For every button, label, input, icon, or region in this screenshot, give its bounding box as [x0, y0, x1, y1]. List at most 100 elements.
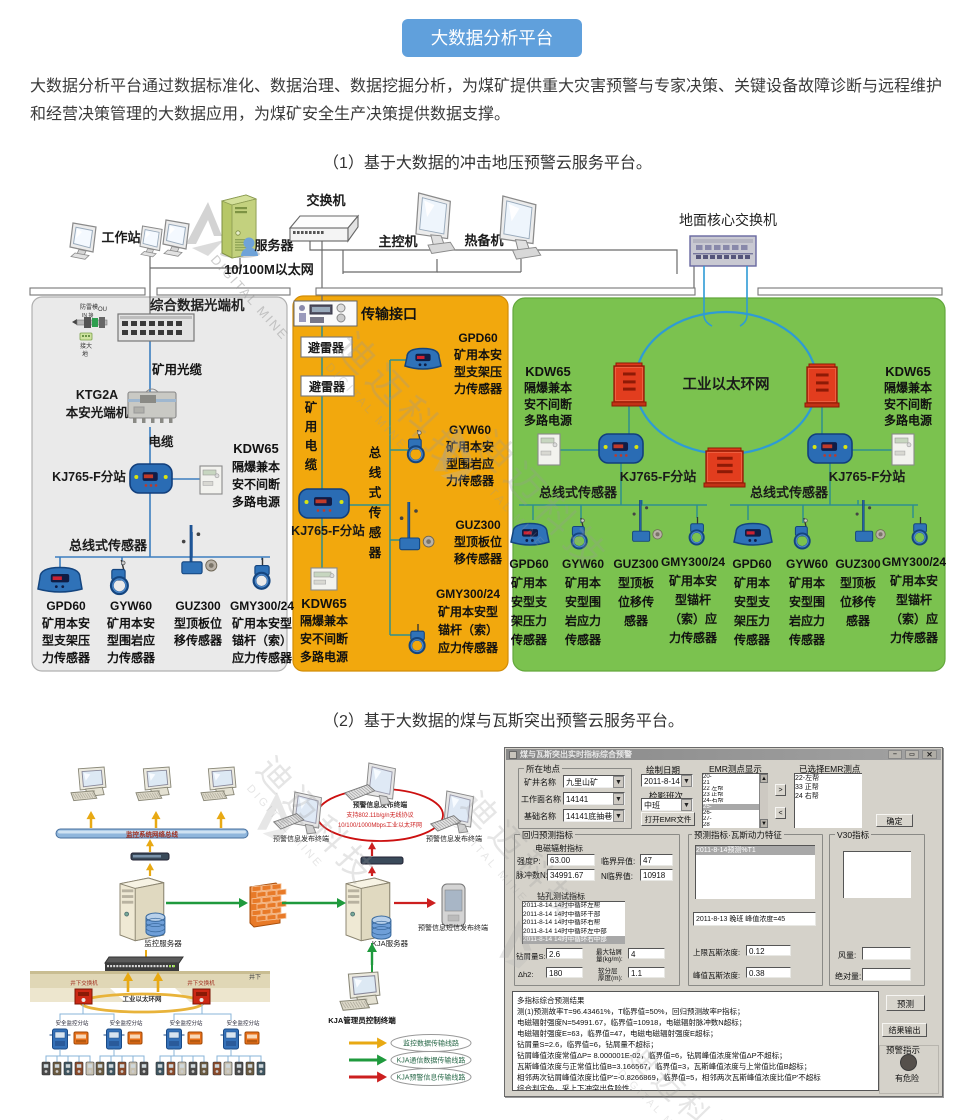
svg-text:矿用本安: 矿用本安 [454, 347, 502, 362]
svg-text:地面核心交换机: 地面核心交换机 [679, 212, 777, 228]
svg-text:安不间断: 安不间断 [524, 396, 572, 411]
svg-text:（索）应: （索）应 [669, 611, 717, 626]
svg-text:多路电源: 多路电源 [524, 413, 572, 428]
svg-text:井下交换机: 井下交换机 [187, 979, 215, 987]
svg-text:架压力: 架压力 [733, 613, 770, 628]
svg-text:力传感器: 力传感器 [42, 650, 91, 665]
svg-text:预警信息短信发布终端: 预警信息短信发布终端 [418, 923, 488, 932]
svg-text:井下交换机: 井下交换机 [70, 979, 98, 987]
svg-text:型顶板位: 型顶板位 [454, 534, 502, 549]
svg-text:避雷器: 避雷器 [308, 340, 345, 355]
svg-text:感器: 感器 [624, 613, 649, 628]
svg-text:型支架压: 型支架压 [454, 364, 502, 379]
svg-text:预警信息发布终端: 预警信息发布终端 [426, 834, 482, 843]
svg-text:矿用本安: 矿用本安 [107, 615, 155, 630]
svg-text:总线式传感器: 总线式传感器 [750, 485, 829, 500]
svg-text:GPD60: GPD60 [46, 599, 86, 613]
svg-text:力传感器: 力传感器 [669, 630, 718, 645]
svg-text:接大: 接大 [80, 342, 92, 350]
svg-text:KJA管理员控制终端: KJA管理员控制终端 [328, 1015, 396, 1025]
svg-text:电缆: 电缆 [148, 434, 174, 449]
svg-text:力传感器: 力传感器 [454, 381, 503, 396]
svg-text:器: 器 [368, 546, 382, 560]
svg-text:力传感器: 力传感器 [446, 473, 495, 488]
svg-text:KDW65: KDW65 [301, 596, 347, 611]
svg-text:预警信息发布终端: 预警信息发布终端 [273, 834, 329, 843]
svg-text:矿用本: 矿用本 [511, 575, 547, 590]
svg-text:总线式传感器: 总线式传感器 [69, 538, 148, 553]
svg-text:服务器: 服务器 [254, 238, 294, 253]
svg-text:（索）应: （索）应 [890, 611, 938, 626]
svg-text:电: 电 [305, 438, 318, 453]
svg-text:传输接口: 传输接口 [360, 306, 417, 322]
svg-text:矿用本: 矿用本 [734, 575, 770, 590]
svg-text:安不间断: 安不间断 [232, 477, 280, 492]
svg-text:GYW60: GYW60 [449, 423, 491, 437]
svg-text:GMY300/24: GMY300/24 [230, 599, 294, 613]
svg-text:GPD60: GPD60 [458, 331, 498, 345]
svg-text:主控机: 主控机 [378, 234, 417, 249]
svg-text:隔爆兼本: 隔爆兼本 [300, 613, 348, 628]
svg-text:GUZ300: GUZ300 [455, 518, 501, 532]
svg-text:监控数据传输线路: 监控数据传输线路 [403, 1039, 459, 1048]
svg-text:GUZ300: GUZ300 [613, 557, 659, 571]
svg-text:应力传感器: 应力传感器 [232, 650, 293, 665]
svg-text:工业以太环网: 工业以太环网 [683, 375, 770, 393]
svg-text:矿: 矿 [305, 400, 318, 415]
svg-text:KJA通信数据传输线路: KJA通信数据传输线路 [397, 1056, 466, 1065]
svg-text:矿用本安: 矿用本安 [446, 439, 494, 454]
svg-text:矿用光缆: 矿用光缆 [152, 362, 203, 377]
svg-text:监控服务器: 监控服务器 [144, 938, 182, 948]
svg-text:预警信息发布终端: 预警信息发布终端 [353, 800, 408, 809]
svg-text:工作站: 工作站 [101, 230, 140, 245]
svg-text:多路电源: 多路电源 [300, 649, 348, 664]
svg-text:传感器: 传感器 [510, 632, 548, 647]
svg-text:GPD60: GPD60 [509, 557, 549, 571]
svg-text:交换机: 交换机 [306, 193, 345, 208]
svg-text:隔爆兼本: 隔爆兼本 [524, 380, 572, 395]
svg-text:型顶板位: 型顶板位 [174, 615, 222, 630]
svg-text:多路电源: 多路电源 [884, 413, 932, 428]
svg-text:型围岩应: 型围岩应 [446, 456, 494, 471]
svg-text:多路电源: 多路电源 [232, 494, 280, 509]
svg-text:矿用本安型: 矿用本安型 [438, 604, 498, 619]
svg-text:GYW60: GYW60 [562, 557, 604, 571]
svg-text:位移传: 位移传 [840, 594, 876, 609]
svg-text:应力传感器: 应力传感器 [438, 640, 499, 655]
svg-text:型顶板: 型顶板 [618, 575, 655, 590]
svg-text:防雷模: 防雷模 [80, 303, 98, 311]
svg-text:矿用本: 矿用本 [789, 575, 825, 590]
svg-text:KJ765-F分站: KJ765-F分站 [52, 469, 126, 484]
svg-text:传感器: 传感器 [733, 632, 771, 647]
svg-text:避雷器: 避雷器 [309, 379, 346, 394]
svg-text:安不间断: 安不间断 [300, 631, 348, 646]
svg-text:GMY300/24: GMY300/24 [661, 555, 725, 569]
svg-text:GYW60: GYW60 [786, 557, 828, 571]
svg-text:支持802.11b/g/n无线协议: 支持802.11b/g/n无线协议 [346, 811, 413, 819]
svg-text:矿用本: 矿用本 [565, 575, 601, 590]
svg-text:10/100M以太网: 10/100M以太网 [224, 262, 314, 277]
svg-text:安型围: 安型围 [789, 594, 825, 609]
svg-text:感器: 感器 [846, 613, 871, 628]
svg-text:移传感器: 移传感器 [174, 633, 223, 648]
svg-text:隔爆兼本: 隔爆兼本 [232, 459, 280, 474]
svg-text:移传感器: 移传感器 [454, 551, 503, 566]
svg-text:GMY300/24: GMY300/24 [436, 587, 500, 601]
svg-text:型顶板: 型顶板 [840, 575, 877, 590]
svg-text:GUZ300: GUZ300 [835, 557, 881, 571]
svg-text:位移传: 位移传 [618, 594, 654, 609]
svg-text:隔爆兼本: 隔爆兼本 [884, 380, 932, 395]
svg-text:矿用本安: 矿用本安 [42, 615, 90, 630]
svg-text:安全监控分站: 安全监控分站 [226, 1019, 260, 1027]
svg-text:总: 总 [369, 445, 382, 460]
svg-text:型锚杆: 型锚杆 [896, 592, 932, 607]
svg-text:感: 感 [369, 525, 382, 540]
svg-text:力传感器: 力传感器 [890, 630, 939, 645]
svg-text:OU: OU [98, 307, 107, 313]
svg-text:地: 地 [82, 350, 88, 358]
svg-text:监控系统网络总线: 监控系统网络总线 [126, 830, 179, 839]
svg-text:锚杆（索）: 锚杆（索） [232, 633, 292, 648]
svg-text:KJ765-F分站: KJ765-F分站 [829, 469, 906, 484]
svg-text:岩应力: 岩应力 [788, 613, 825, 628]
svg-text:安全监控分站: 安全监控分站 [55, 1019, 89, 1027]
